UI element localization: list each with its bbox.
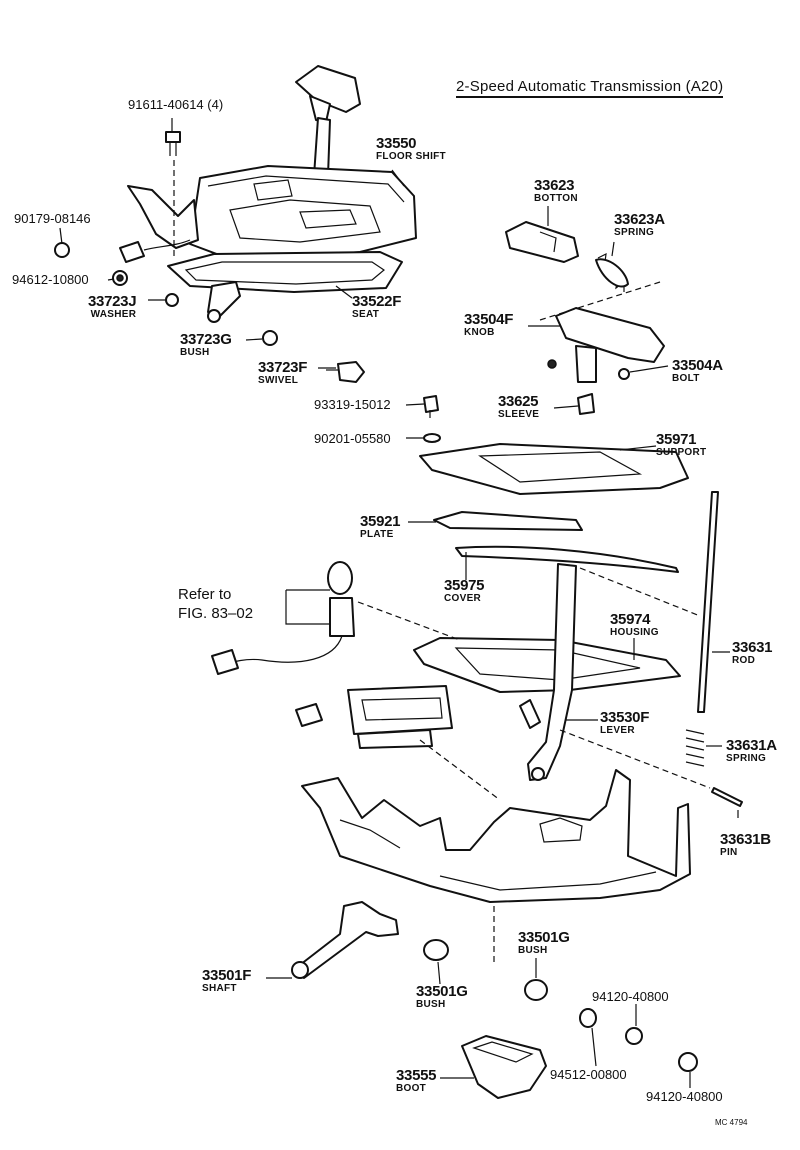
nut-94120-b — [678, 1052, 698, 1072]
leader-lines — [59, 118, 739, 1088]
part-label-94120-b: 94120-40800 — [646, 1089, 723, 1104]
button-33623 — [505, 221, 579, 263]
bolt-33504a — [618, 368, 630, 380]
lower-bracket — [301, 769, 691, 903]
washer-90201 — [423, 433, 441, 443]
part-label-33623: 33623 BOTTON — [534, 177, 578, 204]
part-label-33501g-lower: 33501G BUSH — [416, 983, 468, 1010]
part-label-33501g-upper: 33501G BUSH — [518, 929, 570, 956]
part-label-33623a: 33623A SPRING — [614, 211, 665, 238]
part-label-33631a: 33631A SPRING — [726, 737, 777, 764]
rod-33631 — [697, 491, 719, 713]
knob-33504f — [555, 307, 665, 383]
spring-33631a — [685, 729, 705, 767]
part-label-33723g: 33723G BUSH — [180, 331, 232, 358]
reference-note: Refer to FIG. 83–02 — [178, 586, 254, 622]
part-label-33723f: 33723F SWIVEL — [258, 359, 308, 386]
indicator-box — [347, 685, 453, 749]
part-label-33550: 33550 FLOOR SHIFT — [376, 135, 446, 162]
part-label-94120-a: 94120-40800 — [592, 989, 669, 1004]
part-label-35921: 35921 PLATE — [360, 513, 401, 540]
floor-shift-assembly — [119, 65, 417, 323]
plate-35921 — [433, 511, 583, 531]
part-label-33504f: 33504F KNOB — [464, 311, 514, 338]
bolt-91611 — [165, 131, 181, 156]
part-label-35971: 35971 SUPPORT — [656, 431, 707, 458]
part-label-93319: 93319-15012 — [314, 397, 391, 412]
part-label-33625: 33625 SLEEVE — [498, 393, 540, 420]
housing-35974 — [413, 637, 681, 693]
bolt-93319 — [423, 395, 439, 418]
washer-94512 — [579, 1008, 597, 1028]
shaft-33501f — [291, 901, 399, 979]
alignment-lines — [173, 160, 711, 964]
part-label-91611: 91611-40614 (4) — [128, 97, 224, 112]
cover-35975 — [455, 545, 679, 573]
nut-90179 — [54, 242, 70, 258]
bush-33723g — [262, 330, 278, 346]
sleeve-33625 — [577, 393, 595, 415]
bush-33501g-lower — [423, 939, 449, 961]
part-label-35975: 35975 COVER — [444, 577, 485, 604]
part-label-33530f: 33530F LEVER — [600, 709, 650, 736]
diagram-title: 2-Speed Automatic Transmission (A20) — [456, 78, 724, 98]
nut-94120-a — [625, 1027, 643, 1045]
bulb-harness — [211, 561, 355, 727]
part-label-94612: 94612-10800 — [12, 272, 89, 287]
lever-33530f — [519, 563, 577, 781]
part-label-33723j: 33723J WASHER — [88, 293, 137, 320]
part-label-94512: 94512-00800 — [550, 1067, 627, 1082]
part-label-33631: 33631 ROD — [732, 639, 773, 666]
part-label-90179: 90179-08146 — [14, 211, 91, 226]
part-label-90201: 90201-05580 — [314, 431, 391, 446]
part-label-33631b: 33631B PIN — [720, 831, 771, 858]
part-label-33501f: 33501F SHAFT — [202, 967, 252, 994]
part-label-33522f: 33522F SEAT — [352, 293, 402, 320]
drawing-code: MC 4794 — [715, 1118, 748, 1127]
swivel-33723f — [326, 361, 365, 383]
part-label-33555: 33555 BOOT — [396, 1067, 437, 1094]
bush-33501g-upper — [524, 979, 548, 1001]
support-35971 — [419, 443, 689, 495]
part-label-33504a: 33504A BOLT — [672, 357, 723, 384]
spring-33623a — [595, 252, 629, 292]
pin-33631b — [711, 787, 743, 807]
washer-33723j — [165, 293, 179, 307]
part-label-35974: 35974 HOUSING — [610, 611, 659, 638]
